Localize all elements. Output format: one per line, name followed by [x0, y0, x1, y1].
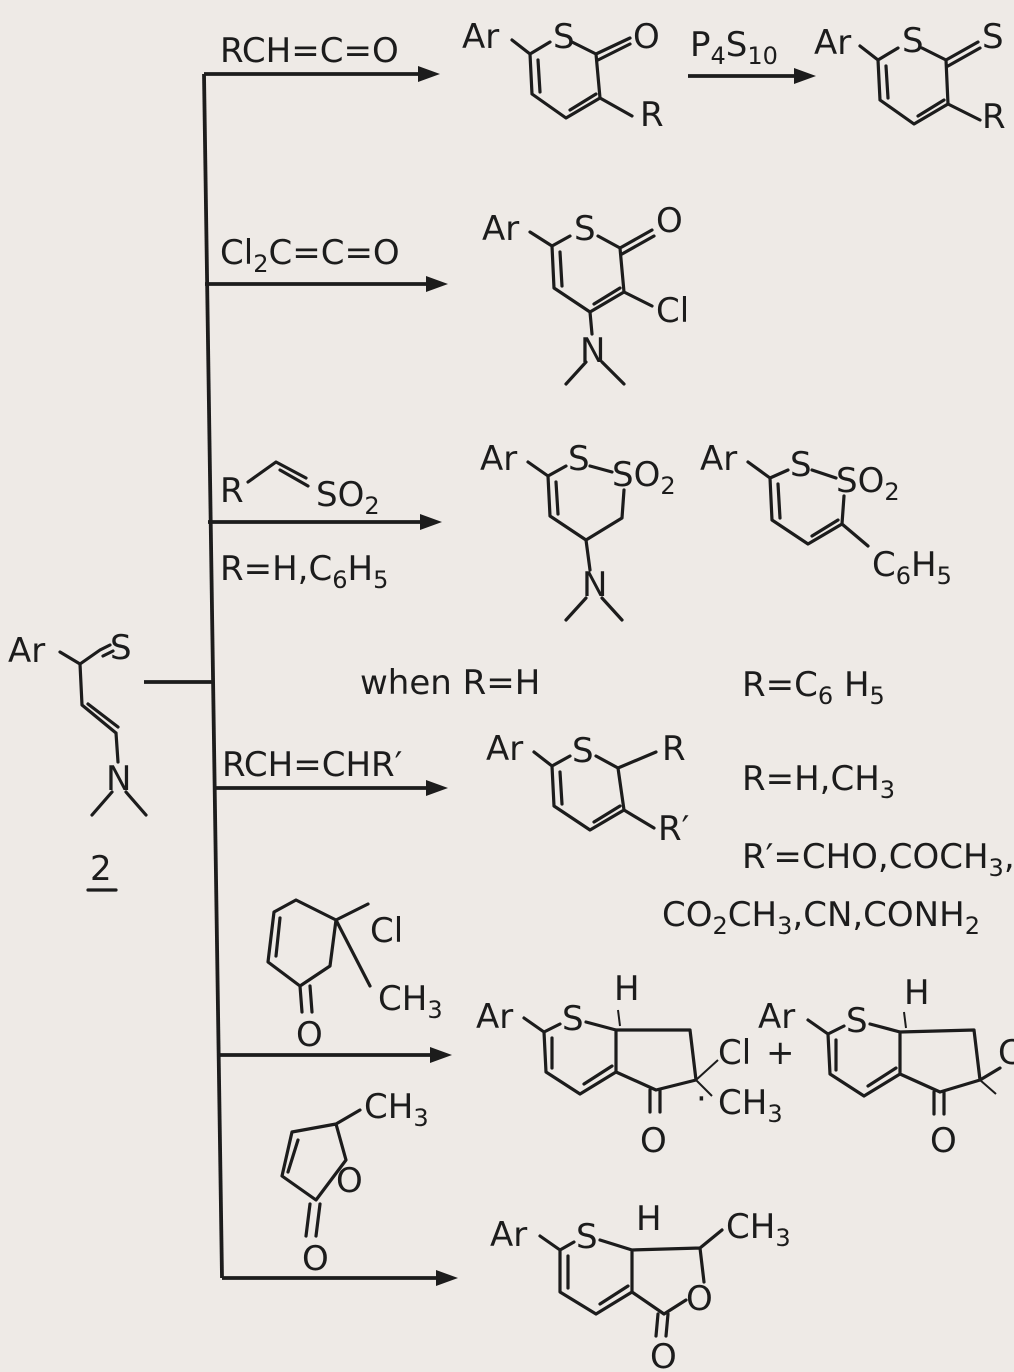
compound-number: 2: [90, 849, 112, 889]
atom-label: Ar: [8, 631, 45, 671]
row-ketene: RCH=C=O Ar S O R P4S10 Ar S S R: [220, 17, 1006, 137]
atom-label: Cl: [998, 1033, 1014, 1073]
atom-label: O: [640, 1121, 667, 1161]
atom-label: S: [553, 17, 575, 57]
condition-label: when R=H: [360, 663, 540, 703]
condition-label: CO2CH3,CN,CONH2: [662, 895, 980, 940]
atom-label: Ar: [480, 439, 517, 479]
atom-label: S: [562, 999, 584, 1039]
reagent-label: RCH=C=O: [220, 31, 399, 71]
condition-label: R=C6 H5: [742, 665, 885, 710]
atom-label: O: [686, 1279, 713, 1319]
atom-label: R: [640, 95, 664, 135]
atom-label: O: [296, 1015, 323, 1055]
row-butenolide: CH3 O O Ar S H CH3 O O: [280, 1087, 791, 1372]
condition-label: R=H,C6H5: [220, 549, 388, 594]
atom-label: Cl: [370, 911, 403, 951]
reagent-p4s10: P4S10: [690, 25, 778, 70]
branch-arrows: [144, 66, 458, 1286]
atom-label: S: [574, 209, 596, 249]
atom-label: R′: [658, 809, 689, 849]
reagent-label: Cl2C=C=O: [220, 233, 400, 278]
reagent-label: R: [220, 471, 244, 511]
row-alkene: RCH=CHR′ Ar S R R′ R=H,CH3 R′=CHO,COCH3,…: [222, 729, 1014, 940]
atom-label: R: [982, 97, 1006, 137]
reagent-label: RCH=CHR′: [222, 745, 402, 785]
starting-material-2: Ar S N 2: [8, 628, 148, 892]
atom-label: Cl: [656, 291, 689, 331]
atom-label: CH3: [726, 1207, 791, 1252]
row-cyclopentenone: Cl CH3 O Ar S H Cl CH3 O · + Ar S H O Cl: [266, 898, 1014, 1161]
atom-label: H: [614, 969, 640, 1009]
atom-label: S: [902, 21, 924, 61]
atom-label: CH3: [378, 979, 443, 1024]
atom-label: Ar: [758, 997, 795, 1037]
condition-label: R=H,CH3: [742, 759, 895, 804]
reagent-label: SO2: [316, 475, 380, 520]
row-sulfene: R SO2 R=H,C6H5 Ar S SO2 N Ar S SO2 C6H5 …: [220, 439, 952, 710]
atom-label: S: [110, 628, 132, 668]
atom-label: S: [572, 731, 594, 771]
atom-label: O: [930, 1121, 957, 1161]
atom-label: S: [790, 445, 812, 485]
atom-label: Ar: [490, 1215, 527, 1255]
atom-label: O: [650, 1337, 677, 1372]
atom-label: Cl: [718, 1033, 751, 1073]
atom-label: SO2: [612, 455, 676, 500]
atom-label: H: [636, 1199, 662, 1239]
atom-label: ·: [696, 1079, 707, 1119]
atom-label: Ar: [814, 23, 851, 63]
atom-label: Ar: [700, 439, 737, 479]
atom-label: O: [656, 201, 683, 241]
atom-label: Ar: [476, 997, 513, 1037]
reagent-label: P4S10: [690, 25, 778, 70]
atom-label: C6H5: [872, 545, 952, 590]
atom-label: S: [846, 1001, 868, 1041]
atom-label: Ar: [462, 17, 499, 57]
atom-label: O: [336, 1161, 363, 1201]
atom-label: O: [302, 1239, 329, 1279]
plus-sign: +: [766, 1033, 795, 1073]
atom-label: R: [662, 729, 686, 769]
atom-label: CH3: [364, 1087, 429, 1132]
atom-label: S: [568, 439, 590, 479]
atom-label: Ar: [482, 209, 519, 249]
atom-label: CH3: [718, 1083, 783, 1128]
condition-label: R′=CHO,COCH3,: [742, 837, 1014, 882]
atom-label: SO2: [836, 461, 900, 506]
row-dichloroketene: Cl2C=C=O Ar S O Cl N: [220, 201, 689, 386]
atom-label: S: [576, 1217, 598, 1257]
atom-label: O: [633, 17, 660, 57]
atom-label: Ar: [486, 729, 523, 769]
atom-label: S: [982, 17, 1004, 57]
atom-label: H: [904, 973, 930, 1013]
